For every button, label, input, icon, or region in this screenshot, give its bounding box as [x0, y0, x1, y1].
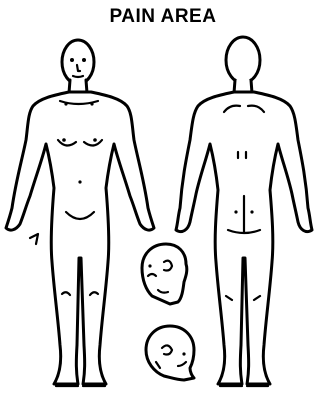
head-side-view-upper[interactable] — [142, 244, 187, 304]
back-body-figure[interactable] — [176, 37, 312, 386]
front-body-figure[interactable] — [6, 40, 154, 386]
head-side-view-lower[interactable] — [146, 326, 194, 380]
